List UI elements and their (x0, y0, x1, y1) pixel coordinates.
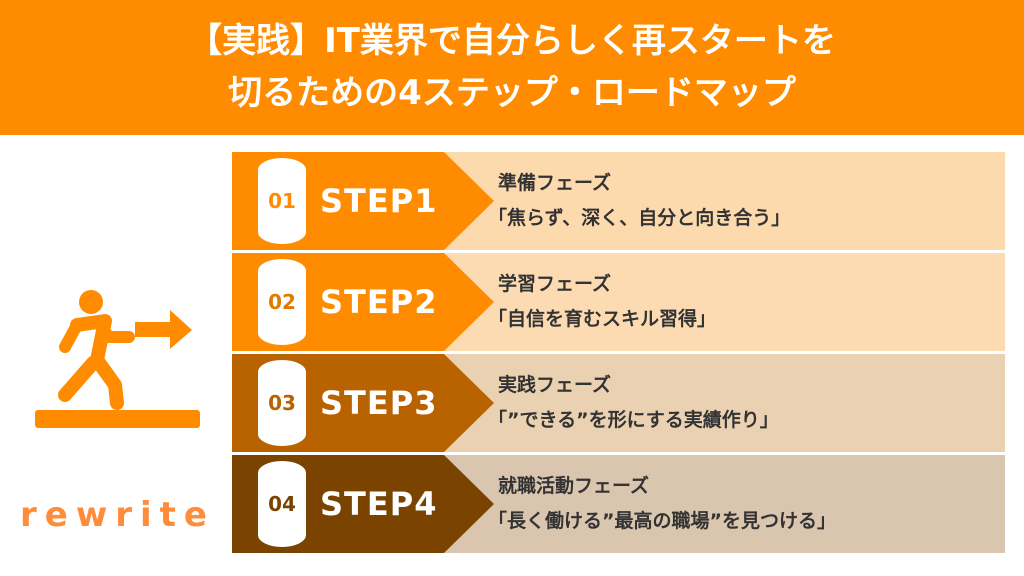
step-number: 02 (258, 259, 306, 345)
step-description: 「自信を育むスキル習得」 (488, 308, 717, 330)
step-number: 01 (258, 158, 306, 244)
step-description: 「焦らず、深く、自分と向き合う」 (488, 207, 791, 229)
step-number: 03 (258, 360, 306, 446)
title-banner: 【実践】IT業界で自分らしく再スタートを 切るための4ステップ・ロードマップ (0, 0, 1024, 135)
step-row-1: 01 STEP1 準備フェーズ「焦らず、深く、自分と向き合う」 (232, 152, 1005, 250)
step-label: STEP4 (320, 485, 438, 523)
step-label: STEP3 (320, 384, 438, 422)
title-line-2: 切るための4ステップ・ロードマップ (228, 73, 796, 113)
step-label: STEP1 (320, 182, 438, 220)
step-description: 「”できる”を形にする実績作り」 (488, 409, 779, 431)
step-phase: 学習フェーズ (498, 273, 612, 295)
rewrite-logo: rewrite (20, 495, 215, 535)
step-row-2: 02 STEP2 学習フェーズ「自信を育むスキル習得」 (232, 253, 1005, 351)
walking-person-arrow-icon (35, 290, 200, 428)
step-number: 04 (258, 461, 306, 547)
step-phase: 就職活動フェーズ (498, 475, 650, 497)
step-row-3: 03 STEP3 実践フェーズ「”できる”を形にする実績作り」 (232, 354, 1005, 452)
step-phase: 実践フェーズ (498, 374, 612, 396)
step-label: STEP2 (320, 283, 438, 321)
title-line-1: 【実践】IT業界で自分らしく再スタートを (188, 21, 836, 61)
step-description: 「長く働ける”最高の職場”を見つける」 (488, 510, 836, 532)
step-phase: 準備フェーズ (498, 172, 612, 194)
step-row-4: 04 STEP4 就職活動フェーズ「長く働ける”最高の職場”を見つける」 (232, 455, 1005, 553)
